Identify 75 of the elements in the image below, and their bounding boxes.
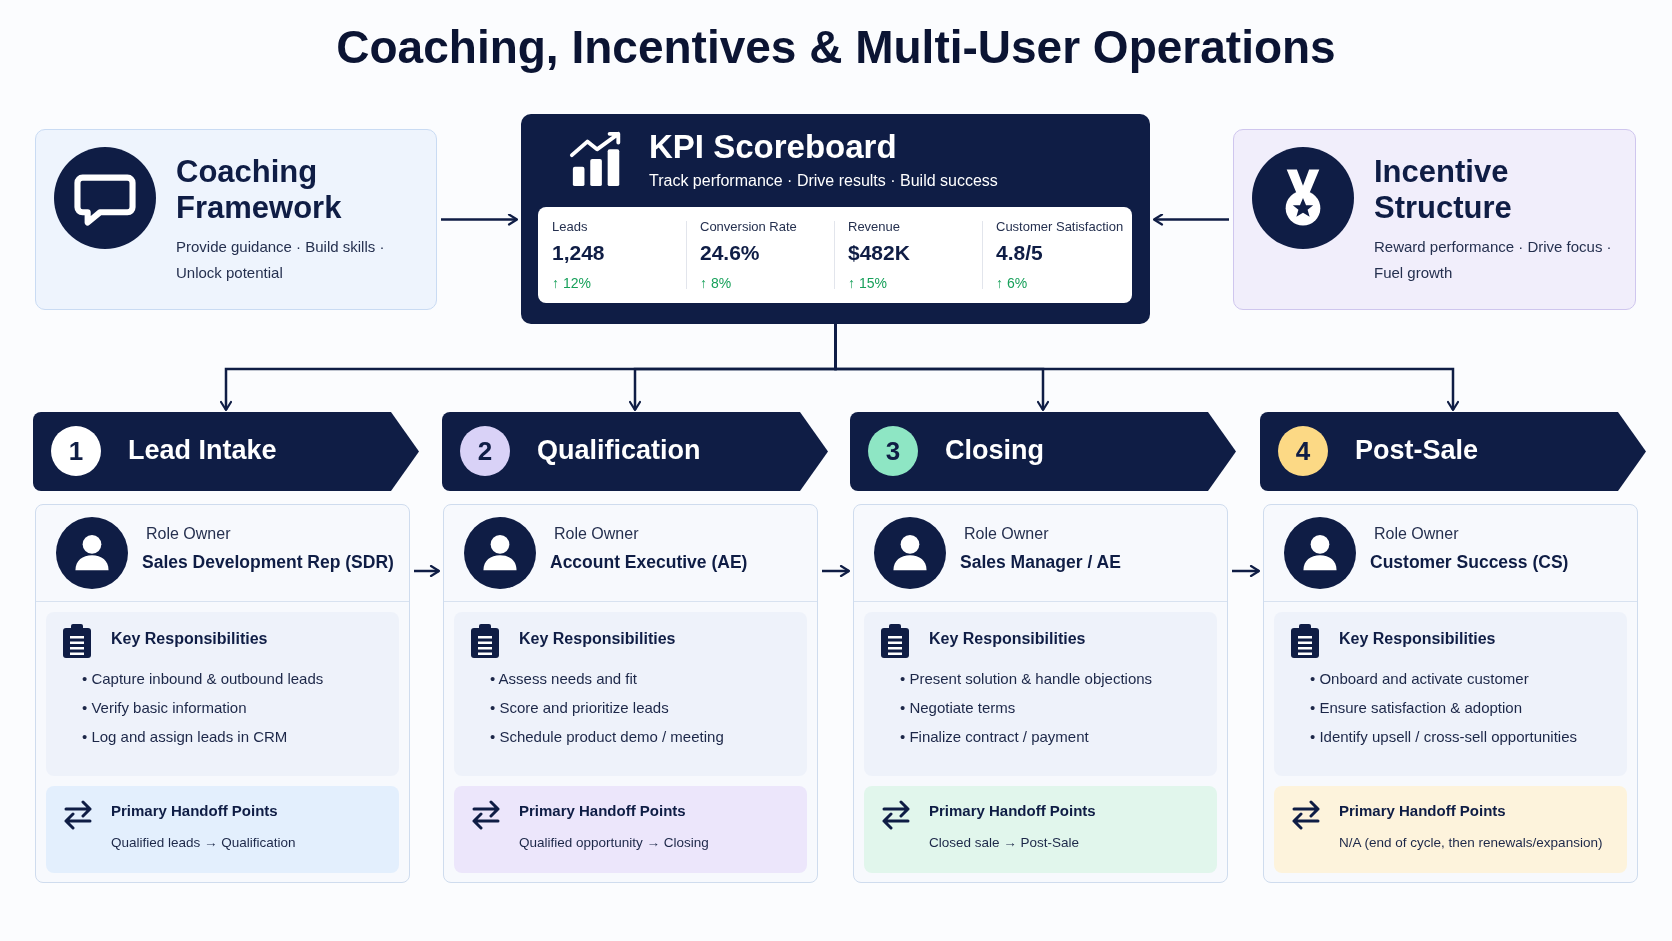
handoff-text: Qualified opportunity → Closing [519, 834, 710, 852]
handoff-text: N/A (end of cycle, then renewals/expansion) [1339, 834, 1604, 852]
stage-card [1263, 504, 1638, 883]
role-label: Role Owner [146, 525, 231, 543]
card-description: Provide guidance · Build skills · Unlock potential [176, 237, 386, 283]
metric-label: Leads [552, 219, 588, 234]
handoff-text: Qualified leads → Qualification [111, 834, 297, 852]
info-card [1233, 129, 1636, 310]
section-heading: Primary Handoff Points [519, 802, 686, 819]
scoreboard-panel [521, 114, 1150, 324]
section-heading: Primary Handoff Points [929, 802, 1096, 819]
stage-title: Lead Intake [128, 435, 277, 466]
handoff-panel [864, 786, 1217, 873]
title: Coaching, Incentives & Multi-User Operations [336, 20, 1336, 74]
arrow [441, 213, 519, 226]
section-heading: Key Responsibilities [1339, 630, 1496, 648]
bullet-item: • Onboard and activate customer [1310, 669, 1530, 689]
metric-change: ↑ 12% [552, 275, 591, 291]
role-label: Role Owner [964, 525, 1049, 543]
metric-change: ↑ 8% [700, 275, 732, 291]
role-name: Account Executive (AE) [550, 552, 748, 573]
role-name: Sales Manager / AE [960, 552, 1121, 573]
responsibilities-panel [864, 612, 1217, 776]
bullet-item: • Verify basic information [82, 698, 248, 718]
handoff-panel [1274, 786, 1627, 873]
info-card [35, 129, 437, 310]
metric-label: Revenue [848, 219, 901, 234]
card-description: Reward performance · Drive focus · Fuel growth [1374, 237, 1613, 283]
metric-value: 1,248 [552, 241, 605, 265]
arrow [822, 564, 851, 578]
section-heading: Key Responsibilities [519, 630, 676, 648]
section-heading: Primary Handoff Points [1339, 802, 1506, 819]
card-heading: Incentive Structure [1374, 154, 1513, 226]
bullet-item: • Ensure satisfaction & adoption [1310, 698, 1524, 718]
arrow [1152, 213, 1229, 226]
role-name: Customer Success (CS) [1370, 552, 1569, 573]
handoff-panel [454, 786, 807, 873]
panel-subtitle: Track performance · Drive results · Build success [649, 172, 998, 190]
bullet-item: • Finalize contract / payment [900, 727, 1090, 747]
section-heading: Primary Handoff Points [111, 802, 278, 819]
metric-value: 24.6% [700, 241, 760, 265]
bullet-item: • Present solution & handle objections [900, 669, 1154, 689]
section-heading: Key Responsibilities [929, 630, 1086, 648]
bullet-item: • Score and prioritize leads [490, 698, 670, 718]
role-name: Sales Development Rep (SDR) [142, 552, 394, 573]
arrow [1232, 564, 1261, 578]
stage-card [853, 504, 1228, 883]
section-heading: Key Responsibilities [111, 630, 268, 648]
card-heading: Coaching Framework [176, 154, 343, 226]
metric-label: Customer Satisfaction [996, 219, 1124, 234]
metric-value: 4.8/5 [996, 241, 1043, 265]
responsibilities-panel [46, 612, 399, 776]
role-label: Role Owner [554, 525, 639, 543]
stage-card [443, 504, 818, 883]
bullet-item: • Identify upsell / cross-sell opportunities [1310, 727, 1579, 747]
handoff-panel [46, 786, 399, 873]
handoff-text: Closed sale → Post-Sale [929, 834, 1081, 852]
bullet-item: • Assess needs and fit [490, 669, 638, 689]
responsibilities-panel [454, 612, 807, 776]
role-label: Role Owner [1374, 525, 1459, 543]
metric-change: ↑ 6% [996, 275, 1028, 291]
stage-title: Post-Sale [1355, 435, 1479, 466]
responsibilities-panel [1274, 612, 1627, 776]
stage-title: Closing [945, 435, 1044, 466]
metric-value: $482K [848, 241, 910, 265]
bullet-item: • Log and assign leads in CRM [82, 727, 289, 747]
arrow [414, 564, 441, 578]
stage-card [35, 504, 410, 883]
metric-label: Conversion Rate [700, 219, 797, 234]
panel-heading: KPI Scoreboard [649, 128, 897, 166]
bullet-item: • Negotiate terms [900, 698, 1017, 718]
bullet-item: • Capture inbound & outbound leads [82, 669, 325, 689]
metric-change: ↑ 15% [848, 275, 887, 291]
bullet-item: • Schedule product demo / meeting [490, 727, 725, 747]
stage-title: Qualification [537, 435, 701, 466]
